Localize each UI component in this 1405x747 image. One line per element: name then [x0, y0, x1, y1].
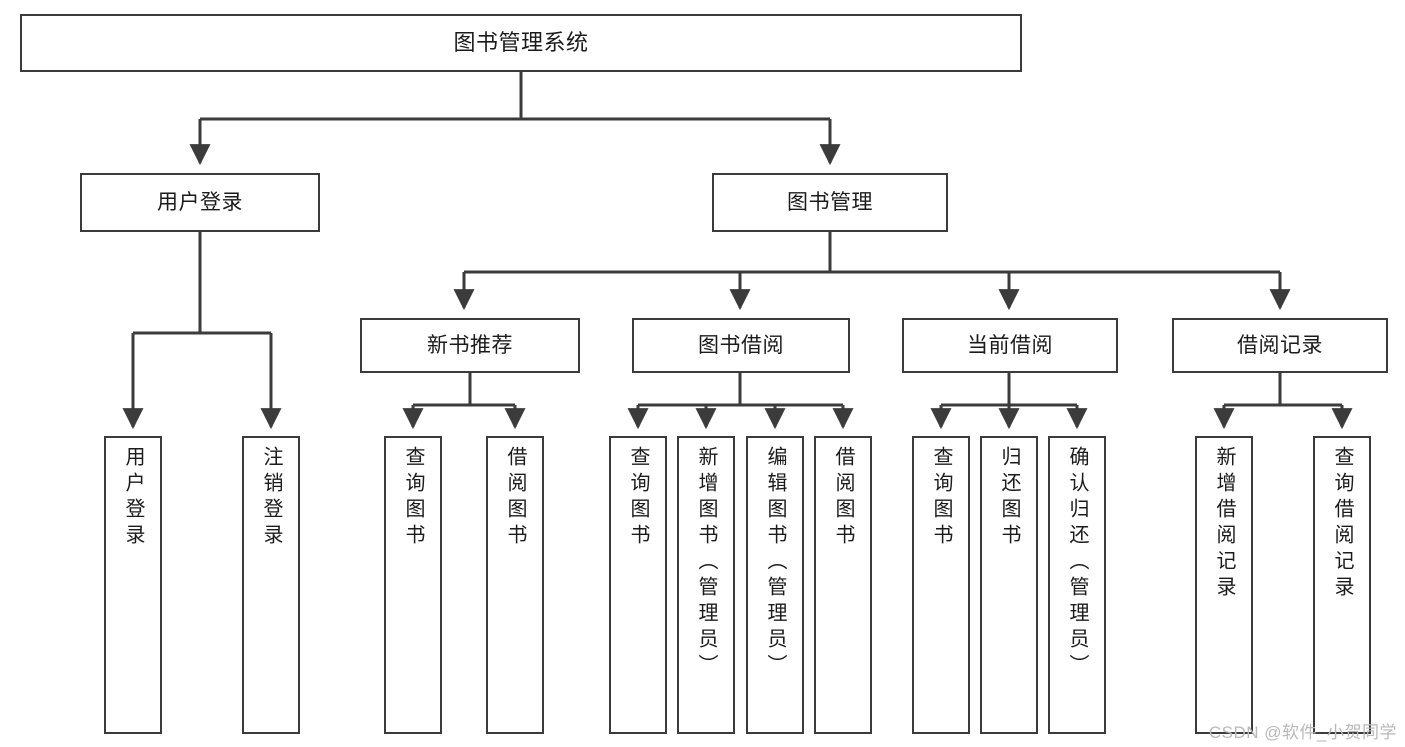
node-label: 图书管理: [787, 190, 873, 214]
node-label: 查询图书: [627, 446, 649, 550]
csdn-watermark: CSDN @软件_小贺同学: [1208, 723, 1397, 742]
node-label: 用户登录: [122, 446, 144, 550]
leaf-add-book-admin[interactable]: 新增图书（管理员）: [677, 436, 735, 734]
node-label: 借阅记录: [1237, 333, 1323, 357]
leaf-edit-book-admin[interactable]: 编辑图书（管理员）: [746, 436, 804, 734]
node-label: 新书推荐: [427, 333, 513, 357]
node-label: 图书管理系统: [453, 29, 589, 55]
node-root-system[interactable]: 图书管理系统: [20, 14, 1022, 72]
leaf-return-book[interactable]: 归还图书: [980, 436, 1038, 734]
leaf-borrow-book[interactable]: 借阅图书: [814, 436, 872, 734]
leaf-query-book-borrow[interactable]: 查询图书: [609, 436, 667, 734]
node-label: 查询图书: [930, 446, 952, 550]
node-borrow-record[interactable]: 借阅记录: [1172, 318, 1388, 373]
leaf-borrow-book-recommend[interactable]: 借阅图书: [486, 436, 544, 734]
node-label: 新增图书（管理员）: [695, 446, 717, 680]
leaf-query-borrow-record[interactable]: 查询借阅记录: [1313, 436, 1371, 734]
node-label: 编辑图书（管理员）: [764, 446, 786, 680]
node-label: 借阅图书: [504, 446, 526, 550]
node-label: 查询图书: [402, 446, 424, 550]
node-book-borrow[interactable]: 图书借阅: [632, 318, 850, 373]
node-label: 归还图书: [998, 446, 1020, 550]
node-label: 借阅图书: [832, 446, 854, 550]
node-label: 新增借阅记录: [1213, 446, 1235, 602]
node-label: 图书借阅: [698, 333, 784, 357]
node-label: 注销登录: [260, 446, 282, 550]
leaf-logout[interactable]: 注销登录: [242, 436, 300, 734]
node-new-book-recommend[interactable]: 新书推荐: [360, 318, 580, 373]
node-label: 当前借阅: [967, 333, 1053, 357]
leaf-query-book-current[interactable]: 查询图书: [912, 436, 970, 734]
node-label: 用户登录: [157, 190, 243, 214]
node-user-login[interactable]: 用户登录: [80, 173, 320, 232]
leaf-user-login[interactable]: 用户登录: [104, 436, 162, 734]
leaf-confirm-return-admin[interactable]: 确认归还（管理员）: [1048, 436, 1106, 734]
node-current-borrow[interactable]: 当前借阅: [902, 318, 1118, 373]
leaf-add-borrow-record[interactable]: 新增借阅记录: [1195, 436, 1253, 734]
node-book-management[interactable]: 图书管理: [712, 173, 948, 232]
node-label: 查询借阅记录: [1331, 446, 1353, 602]
leaf-query-book-recommend[interactable]: 查询图书: [384, 436, 442, 734]
node-label: 确认归还（管理员）: [1066, 446, 1088, 680]
